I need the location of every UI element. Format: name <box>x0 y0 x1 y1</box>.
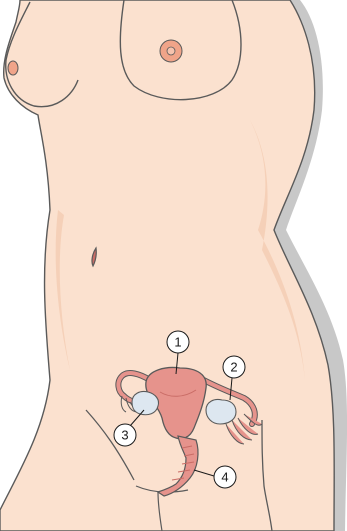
left-nipple <box>8 61 18 75</box>
callout-label-4: 4 <box>221 470 228 485</box>
right-ovary <box>206 399 236 424</box>
callout-label-3: 3 <box>121 428 128 443</box>
callout-label-1: 1 <box>174 335 181 350</box>
right-nipple <box>167 47 175 55</box>
torso-silhouette <box>0 0 334 531</box>
left-ovary <box>132 391 159 414</box>
callout-label-2: 2 <box>230 360 237 375</box>
